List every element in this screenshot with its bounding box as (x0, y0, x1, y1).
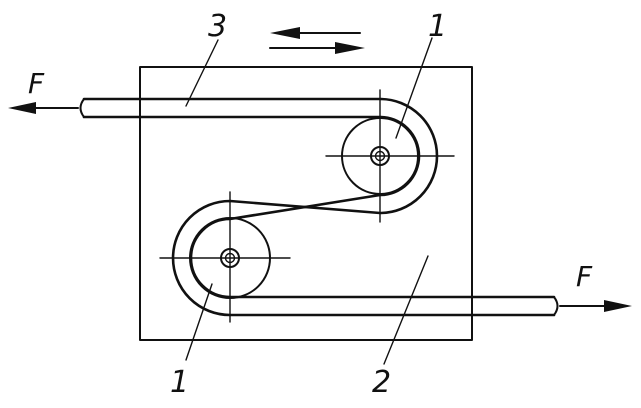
strip-inner-edge (82, 115, 556, 299)
label-force-left: F (28, 67, 45, 100)
strip-right-end (553, 296, 559, 316)
force-arrow-left (8, 102, 79, 114)
label-plate: 2 (372, 365, 391, 400)
leader-strip (185, 39, 219, 107)
leader-roller-bottom (185, 283, 213, 361)
motion-arrow-right (269, 42, 365, 54)
motion-arrow-left (270, 27, 361, 39)
leader-roller-top (395, 37, 433, 139)
label-strip: 3 (208, 9, 227, 44)
force-arrow-right (559, 300, 632, 312)
strip-outer-edge (82, 97, 556, 317)
leader-plate (383, 255, 429, 365)
label-roller-bottom: 1 (170, 365, 189, 400)
label-force-right: F (576, 260, 593, 293)
strip-left-end (79, 98, 85, 118)
label-roller-top: 1 (428, 9, 447, 44)
base-plate (139, 66, 473, 341)
